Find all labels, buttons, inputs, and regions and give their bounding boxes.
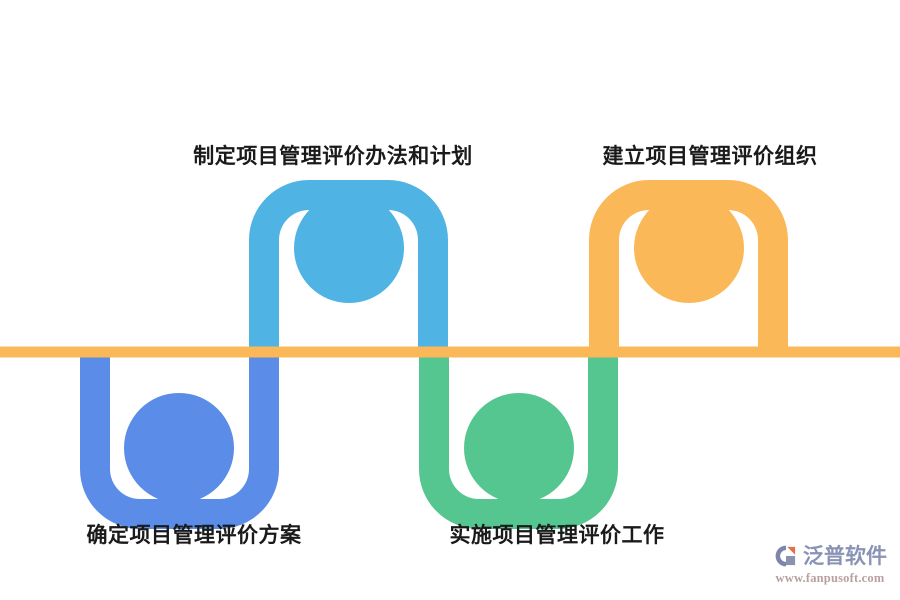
logo-name-row: 泛普软件 (773, 543, 887, 569)
fanpu-swoosh-logo-icon (775, 545, 796, 567)
node-4-label: 建立项目管理评价组织 (602, 145, 818, 168)
node-4-circle (634, 193, 744, 303)
timeline-axis (0, 346, 900, 358)
node-2-circle (294, 193, 404, 303)
node-1-shape[interactable] (80, 357, 279, 529)
brand-logo: 泛普软件 www.fanpusoft.com (770, 538, 890, 590)
company-website: www.fanpusoft.com (775, 571, 885, 586)
node-4-shape[interactable] (589, 180, 788, 352)
node-2-shape[interactable] (249, 180, 448, 352)
node-2-label: 制定项目管理评价办法和计划 (193, 145, 473, 168)
node-3-label: 实施项目管理评价工作 (449, 524, 665, 547)
node-1-circle (124, 393, 234, 503)
company-name: 泛普软件 (803, 544, 887, 568)
node-3-shape[interactable] (419, 357, 618, 529)
node-3-circle (464, 393, 574, 503)
node-1-label: 确定项目管理评价方案 (86, 524, 302, 547)
